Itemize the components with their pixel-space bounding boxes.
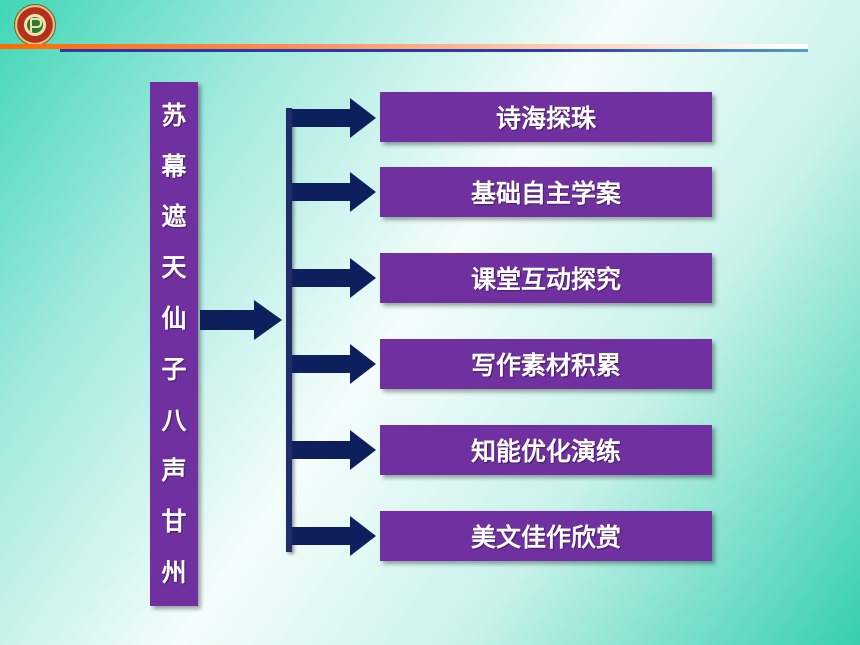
title-char: 天 [161, 253, 187, 283]
branch-label: 诗海探珠 [495, 104, 596, 133]
main-arrow-icon [200, 300, 282, 340]
branch-arrow-icon [292, 98, 376, 138]
branch-arrow-icon [292, 172, 376, 212]
branch-box-writing[interactable]: 写作素材积累 [380, 339, 712, 389]
title-char: 州 [161, 558, 187, 588]
title-char: 苏 [161, 100, 187, 130]
title-char: 八 [161, 405, 187, 435]
title-char: 甘 [161, 507, 187, 537]
title-char: 幕 [161, 151, 187, 181]
branch-label: 基础自主学案 [470, 179, 621, 208]
branch-box-practice[interactable]: 知能优化演练 [380, 425, 712, 475]
branch-label: 美文佳作欣赏 [470, 523, 621, 552]
branch-label: 写作素材积累 [470, 351, 621, 380]
branch-box-classroom[interactable]: 课堂互动探究 [380, 253, 712, 303]
branch-box-poetry[interactable]: 诗海探珠 [380, 92, 712, 142]
branch-arrow-icon [292, 344, 376, 384]
school-logo-icon [14, 4, 56, 46]
title-char: 声 [161, 456, 187, 486]
branch-box-appreciation[interactable]: 美文佳作欣赏 [380, 511, 712, 561]
header-divider-blue [60, 49, 808, 52]
header-divider-orange [0, 44, 808, 49]
branch-arrow-icon [292, 516, 376, 556]
title-char: 遮 [161, 202, 187, 232]
connector-bracket-line [286, 108, 292, 552]
branch-arrow-icon [292, 430, 376, 470]
branch-box-self-study[interactable]: 基础自主学案 [380, 167, 712, 217]
branch-arrow-icon [292, 258, 376, 298]
branch-label: 课堂互动探究 [470, 265, 621, 294]
vertical-title-box: 苏 幕 遮 天 仙 子 八 声 甘 州 [150, 82, 198, 606]
title-char: 仙 [161, 304, 187, 334]
logo-emblem-icon [27, 17, 43, 33]
branch-label: 知能优化演练 [470, 437, 621, 466]
title-char: 子 [161, 354, 187, 384]
